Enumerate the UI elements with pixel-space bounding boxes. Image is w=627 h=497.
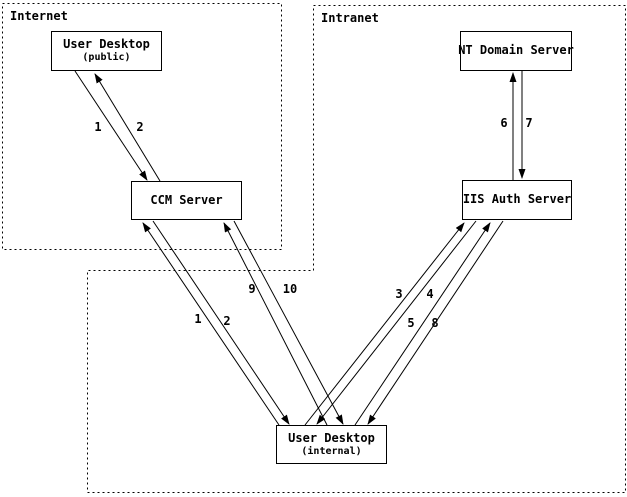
flow-label-nt-to-iis: 7 bbox=[525, 116, 533, 130]
node-nt-domain-server-title: NT Domain Server bbox=[458, 43, 574, 58]
flow-label-public-to-ccm: 1 bbox=[94, 120, 102, 134]
arrow-public-to-ccm bbox=[74, 70, 148, 181]
node-ccm-server: CCM Server bbox=[131, 181, 242, 220]
arrow-ccm-to-internal-a bbox=[152, 220, 290, 425]
node-nt-domain-server: NT Domain Server bbox=[458, 31, 574, 71]
node-ccm-server-title: CCM Server bbox=[150, 192, 223, 207]
flow-label-internal-to-iis-a: 3 bbox=[395, 287, 403, 301]
flow-label-ccm-to-internal-a: 2 bbox=[223, 314, 231, 328]
arrow-ccm-to-public bbox=[94, 73, 161, 182]
internet-zone-label: Internet bbox=[10, 9, 68, 23]
flow-label-internal-to-iis-b: 5 bbox=[407, 316, 415, 330]
arrow-internal-to-iis-b bbox=[354, 222, 491, 426]
arrow-internal-to-iis-a bbox=[304, 222, 465, 426]
arrow-internal-to-ccm-b bbox=[223, 222, 328, 426]
internet-zone-border bbox=[2, 3, 282, 250]
node-iis-auth-server: IIS Auth Server bbox=[462, 180, 572, 220]
flow-label-ccm-to-public: 2 bbox=[136, 120, 144, 134]
flow-label-internal-to-ccm-a: 1 bbox=[194, 312, 202, 326]
node-user-desktop-internal: User Desktop (internal) bbox=[276, 425, 387, 464]
flow-label-iis-to-nt: 6 bbox=[500, 116, 508, 130]
flow-label-iis-to-internal-b: 8 bbox=[431, 316, 439, 330]
node-user-desktop-public-title: User Desktop bbox=[63, 37, 150, 52]
intranet-zone-label: Intranet bbox=[321, 11, 379, 25]
arrow-ccm-to-internal-b bbox=[233, 220, 344, 425]
intranet-zone-border bbox=[87, 5, 626, 493]
node-user-desktop-public-subtitle: (public) bbox=[82, 52, 131, 64]
arrow-internal-to-ccm-a bbox=[142, 222, 280, 426]
node-iis-auth-server-title: IIS Auth Server bbox=[462, 192, 572, 207]
node-user-desktop-internal-subtitle: (internal) bbox=[301, 445, 362, 457]
flow-label-iis-to-internal-a: 4 bbox=[426, 287, 434, 301]
arrow-iis-to-internal-a bbox=[316, 220, 477, 425]
node-user-desktop-public: User Desktop (public) bbox=[51, 31, 162, 71]
arrow-iis-to-internal-b bbox=[367, 220, 504, 425]
flow-label-internal-to-ccm-b: 9 bbox=[248, 282, 256, 296]
flow-label-ccm-to-internal-b: 10 bbox=[282, 282, 298, 296]
node-user-desktop-internal-title: User Desktop bbox=[288, 430, 375, 445]
